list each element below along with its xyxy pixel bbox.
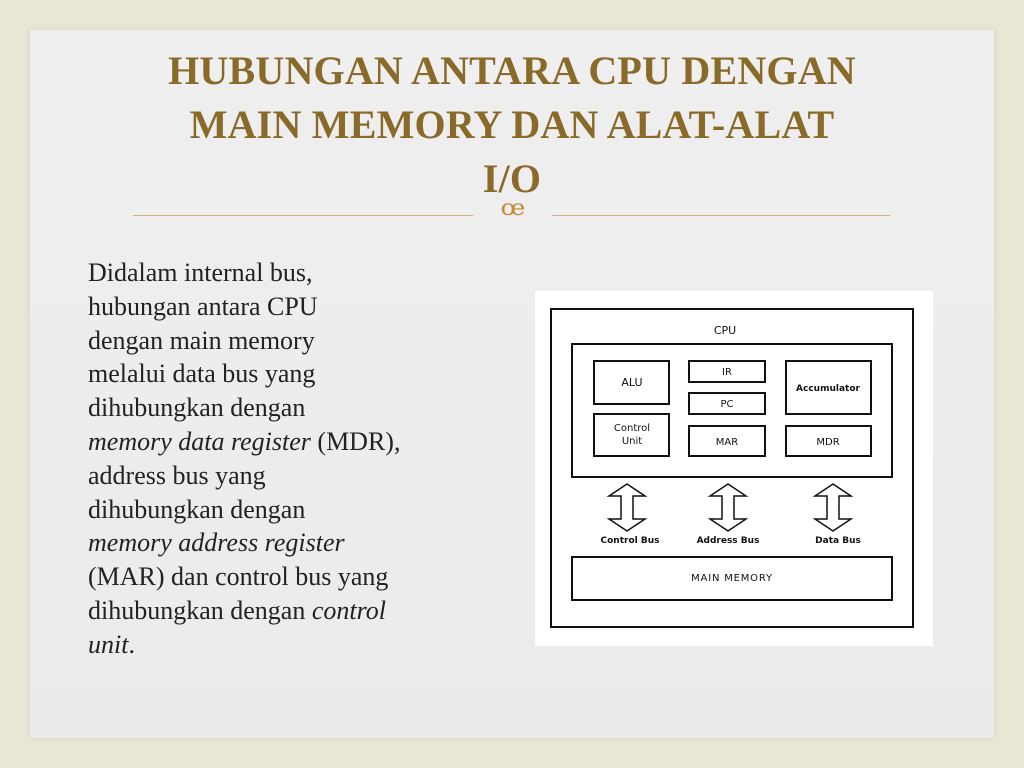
title-divider-right <box>552 215 890 216</box>
title-divider-left <box>133 215 473 216</box>
control-bus-label: Control Bus <box>601 536 660 546</box>
mar-label: MAR <box>716 437 738 448</box>
control-unit-box <box>593 413 670 457</box>
body-text-segment: (MDR), address bus yang dihubungkan deng… <box>88 426 401 524</box>
body-text-segment: Didalam internal bus, hubungan antara CP… <box>88 258 318 423</box>
main-memory-label: MAIN MEMORY <box>691 573 773 584</box>
ir-box <box>688 360 766 383</box>
mar-box <box>688 425 766 457</box>
body-text-italic-segment: memory data register <box>88 426 311 456</box>
title-line-3: I/O <box>482 156 542 201</box>
title-line-2: MAIN MEMORY DAN ALAT-ALAT <box>189 102 835 147</box>
body-text-italic-segment: memory address register <box>88 528 345 558</box>
alu-label: ALU <box>621 376 642 389</box>
body-paragraph: Didalam internal bus, hubungan antara CP… <box>88 256 508 662</box>
data-bus-label: Data Bus <box>815 536 861 546</box>
accumulator-box <box>785 360 872 415</box>
control-unit-label-line2: Unit <box>622 436 642 447</box>
control-unit-label-line1: Control <box>614 423 650 434</box>
ir-label: IR <box>722 367 732 378</box>
slide-title: HUBUNGAN ANTARA CPU DENGAN MAIN MEMORY D… <box>80 44 944 206</box>
body-text-segment: . <box>128 629 135 659</box>
mdr-label: MDR <box>816 437 839 448</box>
main-memory-box <box>571 556 893 601</box>
address-bus-arrow-icon <box>707 483 749 532</box>
title-line-1: HUBUNGAN ANTARA CPU DENGAN <box>168 48 856 93</box>
accumulator-label: Accumulator <box>796 384 860 394</box>
cpu-label: CPU <box>714 324 736 337</box>
body-text-italic-segment: control unit <box>88 595 386 659</box>
mdr-box <box>785 425 872 457</box>
address-bus-label: Address Bus <box>697 536 760 546</box>
control-bus-arrow-icon <box>606 483 648 532</box>
diagram-svg: CPU ALU IR PC Accumulator Control Unit M… <box>550 308 914 628</box>
cpu-memory-diagram: CPU ALU IR PC Accumulator Control Unit M… <box>535 291 933 646</box>
alu-box <box>593 360 670 405</box>
pc-box <box>688 392 766 415</box>
body-text-segment: (MAR) dan control bus yang dihubungkan d… <box>88 562 389 625</box>
outer-frame <box>550 308 914 628</box>
data-bus-arrow-icon <box>812 483 854 532</box>
cpu-box <box>571 343 893 478</box>
pc-label: PC <box>720 399 733 410</box>
ornament-icon: ꟹ <box>500 192 526 238</box>
